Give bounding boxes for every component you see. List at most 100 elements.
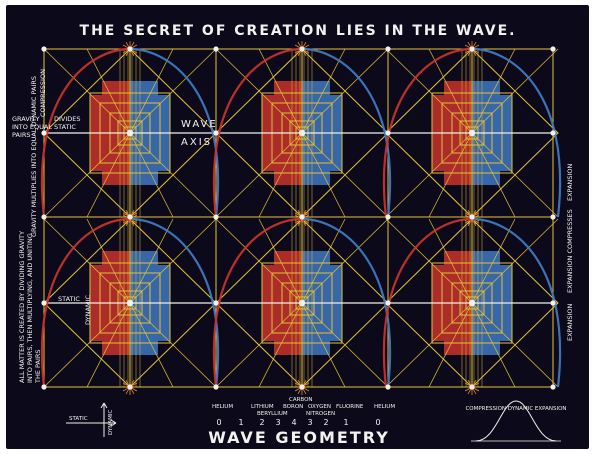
label-gravity-2: INTO EQUAL: [12, 123, 52, 131]
node-dot: [550, 214, 556, 220]
label-gravity-multiplies: GRAVITY MULTIPLIES INTO EQUAL DYNAMIC PA…: [30, 76, 38, 237]
node-dot: [385, 46, 391, 52]
node-dot: [213, 300, 219, 306]
label-axis: AXIS: [181, 137, 212, 148]
yellow-ray: [258, 302, 303, 388]
label-wave: WAVE: [181, 119, 218, 130]
node-dot: [385, 300, 391, 306]
node-dot: [213, 46, 219, 52]
red-wave-arc: [40, 217, 131, 388]
diagram-title: THE SECRET OF CREATION LIES IN THE WAVE.: [80, 23, 517, 39]
node-dot: [469, 46, 475, 52]
node-dot: [41, 300, 47, 306]
node-dot: [550, 384, 556, 390]
chalkboard: THE SECRET OF CREATION LIES IN THE WAVE.…: [6, 5, 589, 449]
label-gravity-3: PAIRS: [12, 131, 31, 139]
scale-number: 2: [323, 418, 328, 427]
node-dot: [127, 384, 133, 390]
center-dot: [126, 129, 134, 137]
node-dot: [385, 384, 391, 390]
label-all-matter-3: THE PAIRS: [34, 349, 42, 384]
blue-wave-arc: [129, 217, 220, 388]
node-dot: [127, 214, 133, 220]
scale-number: 3: [275, 418, 280, 427]
element-carbon: CARBON: [289, 397, 313, 403]
key-dynamic-label: DYNAMIC: [108, 409, 114, 435]
yellow-ray: [258, 218, 303, 304]
node-dot: [550, 300, 556, 306]
label-divides-2: STATIC: [54, 123, 76, 131]
node-dot: [385, 130, 391, 136]
red-wave-arc: [212, 217, 303, 388]
yellow-ray: [471, 302, 516, 388]
yellow-ray: [301, 218, 346, 304]
element-lithium: LITHIUM: [251, 404, 274, 410]
yellow-ray: [428, 132, 473, 218]
label-dynamic: DYNAMIC: [84, 295, 92, 325]
scale-number: 1: [343, 418, 348, 427]
label-all-matter-2: INTO PAIRS, THEN MULTIPLYING, AND UNITIN…: [26, 233, 34, 383]
scale-number: 0: [216, 418, 221, 427]
node-dot: [550, 46, 556, 52]
node-dot: [299, 384, 305, 390]
red-wave-arc: [382, 47, 473, 218]
element-boron: BORON: [283, 404, 303, 410]
center-dot: [468, 129, 476, 137]
center-dot: [468, 299, 476, 307]
node-dot: [41, 130, 47, 136]
yellow-ray: [471, 132, 516, 218]
scale-number: 1: [238, 418, 243, 427]
scale-number: 2: [259, 418, 264, 427]
label-compression: COMPRESSION: [39, 69, 47, 117]
node-dot: [385, 214, 391, 220]
element-helium-left: HELIUM: [212, 404, 233, 410]
label-expansion-compresses: EXPANSION COMPRESSES: [566, 209, 574, 293]
label-all-matter-1: ALL MATTER IS CREATED BY DIVIDING GRAVIT…: [18, 231, 26, 383]
small-wave-arc: COMPRESSION DYNAMIC EXPANSION: [465, 400, 567, 442]
yellow-ray: [86, 218, 131, 304]
yellow-ray: [129, 132, 174, 218]
scale-number: 3: [307, 418, 312, 427]
key-static-label: STATIC: [69, 416, 88, 422]
node-dot: [127, 46, 133, 52]
blue-wave-arc: [129, 47, 220, 218]
static-dynamic-key: STATIC DYNAMIC: [66, 402, 117, 437]
small-arc-label: COMPRESSION DYNAMIC EXPANSION: [465, 406, 566, 412]
label-divides-1: DIVIDES: [54, 115, 81, 123]
yellow-ray: [129, 218, 174, 304]
red-wave-arc: [40, 47, 131, 218]
yellow-ray: [428, 48, 473, 134]
blue-wave-arc: [471, 217, 562, 388]
node-dot: [41, 46, 47, 52]
element-oxygen: OXYGEN: [308, 404, 331, 410]
label-expansion-bottom: EXPANSION: [566, 303, 574, 341]
node-dot: [213, 214, 219, 220]
blue-wave-arc: [471, 47, 562, 218]
red-wave-arc: [212, 47, 303, 218]
red-wave-arc: [382, 217, 473, 388]
label-gravity-1: GRAVITY: [12, 115, 40, 123]
center-dot: [298, 299, 306, 307]
wave-curves: [40, 47, 562, 388]
yellow-ray: [428, 218, 473, 304]
element-fluorine: FLUORINE: [336, 404, 364, 410]
yellow-ray: [301, 48, 346, 134]
element-helium-right: HELIUM: [374, 404, 395, 410]
scale-number: 0: [375, 418, 380, 427]
yellow-ray: [301, 132, 346, 218]
node-dot: [299, 46, 305, 52]
node-dot: [41, 214, 47, 220]
yellow-ray: [86, 132, 131, 218]
yellow-ray: [129, 48, 174, 134]
center-dot: [298, 129, 306, 137]
node-dots: [41, 46, 556, 390]
node-dot: [550, 130, 556, 136]
blue-wave-arc: [301, 47, 392, 218]
yellow-ray: [471, 218, 516, 304]
node-dot: [469, 214, 475, 220]
node-dot: [469, 384, 475, 390]
yellow-ray: [471, 48, 516, 134]
node-dot: [41, 384, 47, 390]
node-dot: [299, 214, 305, 220]
